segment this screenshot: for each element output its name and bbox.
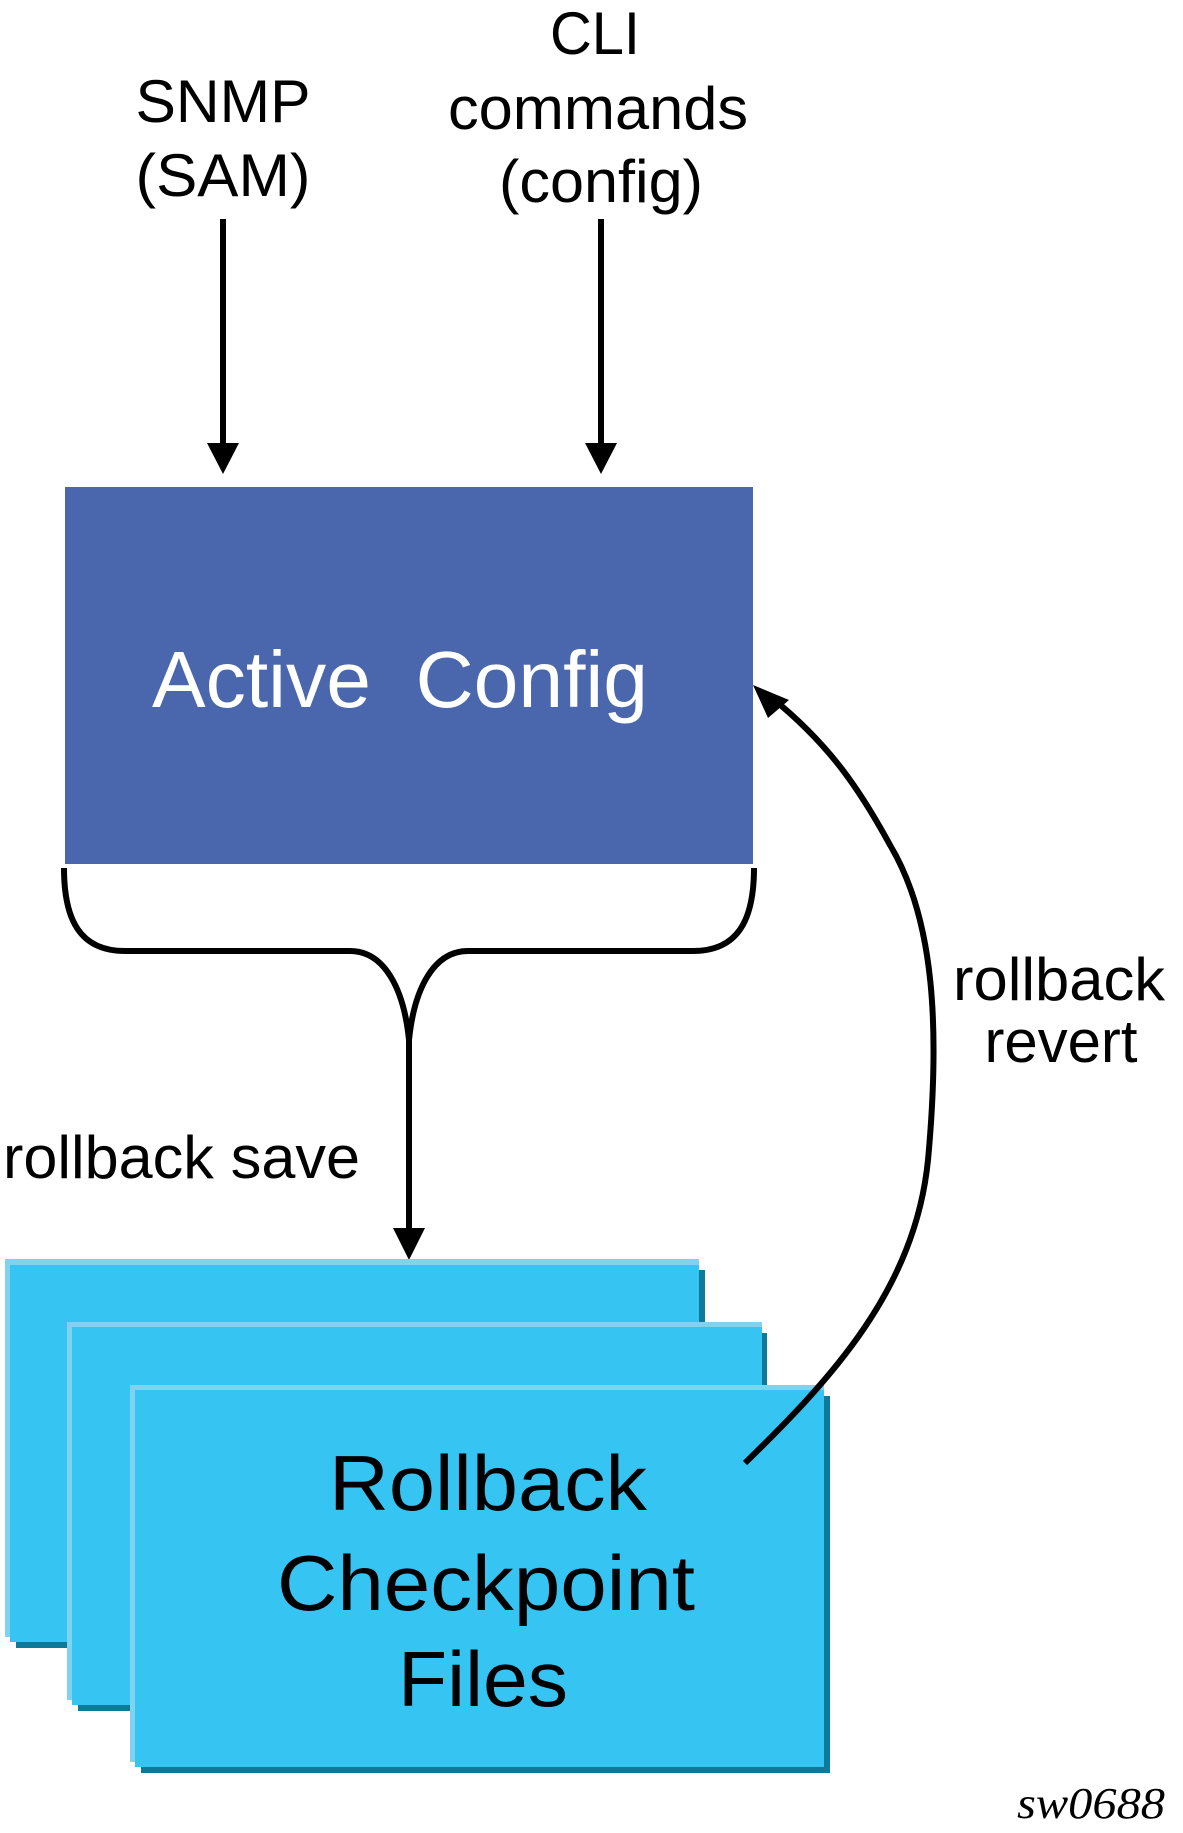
revert-arrowhead-icon: [753, 685, 789, 718]
checkpoint-file-card: Rollback Checkpoint Files: [130, 1385, 830, 1773]
figure-id: sw0688: [1017, 1779, 1165, 1828]
cli-label-line-1: CLI: [550, 0, 640, 67]
cli-label-line-2: commands: [448, 75, 748, 142]
active-config-rect: [65, 487, 753, 864]
save-arrowhead-icon: [393, 1228, 425, 1260]
rollback-save-label: rollback save: [3, 1124, 360, 1191]
snmp-label-line-1: SNMP: [136, 68, 311, 135]
revert-label-line-1: rollback: [953, 946, 1166, 1013]
cli-input-label: CLI commands (config): [448, 0, 748, 215]
checkpoint-label-line-1: Rollback: [329, 1439, 648, 1527]
active-config-box: Active Config: [65, 487, 753, 864]
checkpoint-file-stack: Rollback Checkpoint Files: [5, 1259, 830, 1773]
rollback-revert-arrow: [742, 685, 937, 1466]
checkpoint-label-line-2: Checkpoint: [277, 1539, 695, 1627]
checkpoint-label-line-3: Files: [398, 1635, 568, 1723]
card-fill: [135, 1390, 824, 1767]
cli-label-line-3: (config): [499, 148, 703, 215]
rollback-save-arrow: [393, 1035, 425, 1260]
cli-arrowhead-icon: [585, 443, 617, 474]
snmp-label-line-2: (SAM): [136, 142, 311, 209]
brace-connector: [61, 867, 757, 1041]
snmp-arrow: [207, 219, 239, 474]
cli-arrow: [585, 219, 617, 474]
active-config-label: Active Config: [152, 635, 648, 724]
revert-arrow-curve: [742, 695, 937, 1466]
snmp-input-label: SNMP (SAM): [136, 68, 311, 209]
snmp-arrowhead-icon: [207, 443, 239, 474]
rollback-revert-label: rollback revert: [953, 946, 1166, 1075]
revert-label-line-2: revert: [985, 1008, 1138, 1075]
